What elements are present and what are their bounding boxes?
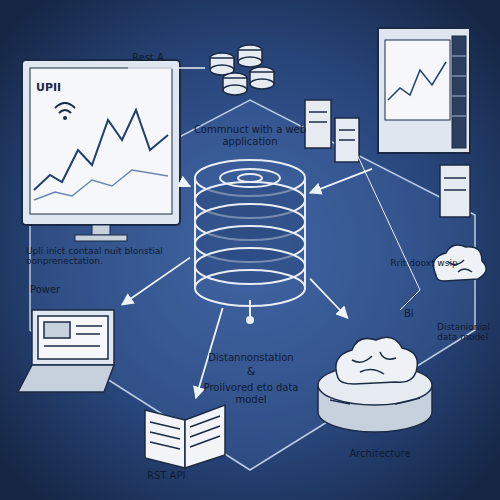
laptop-icon [18,310,114,392]
note-label: Proiivored eto data model [196,382,306,405]
note-label: Upli inict contaal nuit blonstial oonpre… [26,246,186,267]
node-box: Power [22,282,122,397]
note-label: Architecture [330,448,430,460]
note-label: & [236,366,266,379]
node-box: Commnuct with a web application [190,124,310,308]
note-label: Bi [404,308,434,320]
node-label: Commnuct with a web application [190,124,310,147]
node-box: Rrit dooxt wsip [372,22,472,277]
note-label: Rest A [132,52,192,64]
node-label: Power [30,284,110,296]
note-label: Distannonstation [196,352,306,364]
database-cylinder [195,160,305,323]
node-box: RST API [135,398,230,488]
server-stack [210,45,274,95]
node-label: RST API [147,470,227,482]
connector-arrow [310,169,372,193]
monitor-icon [22,60,180,241]
connector-arrow [122,258,190,305]
node-label: Distanionial data model [437,322,497,343]
node-box: Distanionial data model [315,318,497,440]
connector-arrow [310,279,348,318]
leader-line [355,150,420,310]
book-icon [145,405,225,468]
connector-arrow [180,181,190,186]
server-rack [378,28,470,153]
node-label: Rrit dooxt wsip [378,258,470,268]
leader-line [128,67,205,69]
brain-platform [318,337,432,432]
node-box: UPII [22,60,180,225]
node-label: UPII [36,82,96,95]
